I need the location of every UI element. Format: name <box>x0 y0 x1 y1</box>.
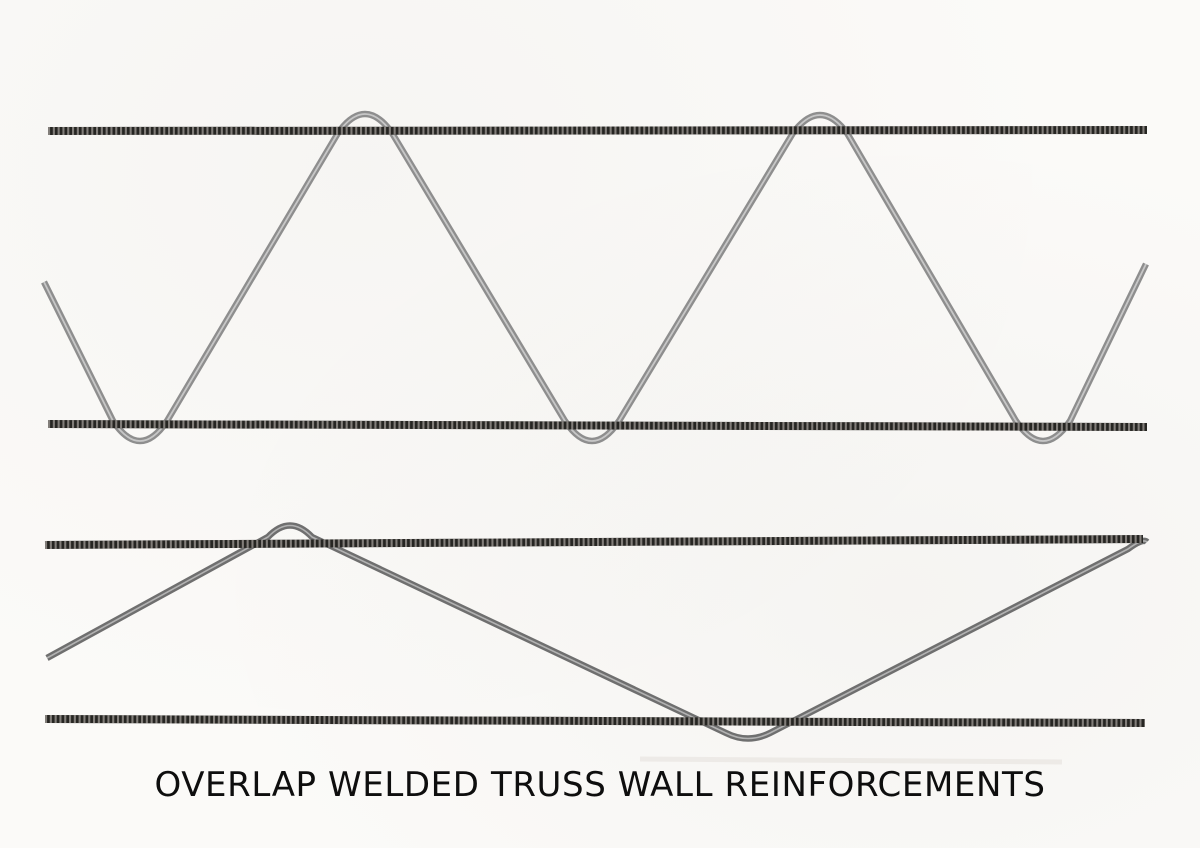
top-truss <box>41 110 1149 445</box>
top-truss-web-wire-highlight <box>43 113 1147 442</box>
top-truss-lower-chord-knurl-texture <box>47 420 1148 431</box>
bottom-truss-lower-chord-knurl-texture <box>44 715 1146 727</box>
bottom-truss <box>44 522 1150 765</box>
top-truss-upper-chord-knurl-texture <box>47 126 1148 135</box>
photo-shadow <box>639 756 1063 765</box>
bottom-truss-upper-chord-knurl-texture <box>44 535 1144 549</box>
top-truss-web-wire <box>41 110 1149 445</box>
figure-caption: OVERLAP WELDED TRUSS WALL REINFORCEMENTS <box>154 765 1046 805</box>
bottom-truss-web-wire-highlight <box>46 524 1148 740</box>
bottom-truss-web-wire <box>45 522 1150 742</box>
